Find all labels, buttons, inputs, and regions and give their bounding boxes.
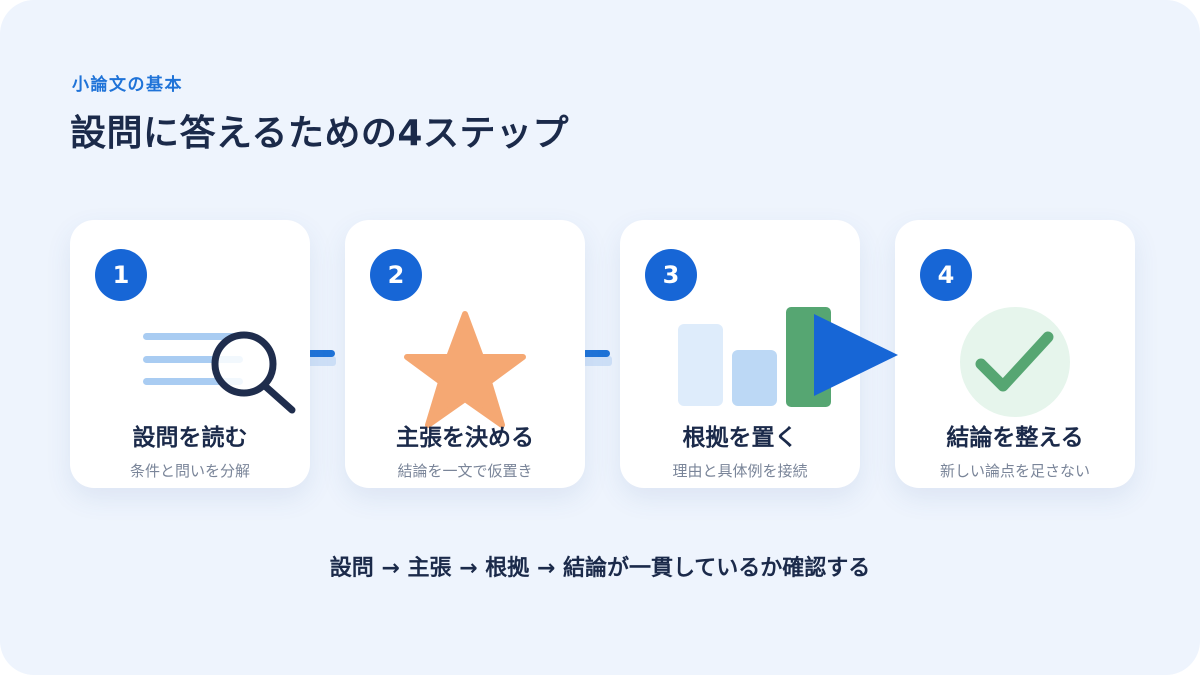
- step-title: 設問を読む: [132, 425, 248, 451]
- step-subtitle: 新しい論点を足さない: [939, 462, 1090, 480]
- step-title: 主張を決める: [396, 425, 534, 451]
- step-title: 結論を整える: [946, 425, 1084, 451]
- step-number-badge: 1: [95, 249, 147, 301]
- play-arrow-icon: [814, 314, 898, 396]
- connector-shadow-1: [300, 356, 336, 366]
- page-title: 設問に答えるための4ステップ: [70, 113, 569, 154]
- star-icon: [404, 311, 526, 428]
- magnifier-icon: [143, 331, 296, 414]
- step-card-2: 2 主張を決める 結論を一文で仮置き: [345, 220, 585, 488]
- summary-text: 設問 → 主張 → 根拠 → 結論が一貫しているか確認する: [329, 556, 871, 581]
- step-number-badge: 4: [920, 249, 972, 301]
- eyebrow-label: 小論文の基本: [72, 75, 183, 95]
- step-card-4: 4 結論を整える 新しい論点を足さない: [895, 220, 1135, 488]
- connector-shadow-2: [576, 356, 612, 366]
- connector-1-2: [307, 350, 335, 357]
- step-card-1: 1 設問を読む 条件と問いを分解: [70, 220, 310, 488]
- checkmark-icon: [960, 307, 1070, 417]
- step-number-badge: 2: [370, 249, 422, 301]
- step-subtitle: 理由と具体例を接続: [672, 462, 808, 480]
- step-number-badge: 3: [645, 249, 697, 301]
- step-title: 根拠を置く: [682, 425, 798, 451]
- step-subtitle: 条件と問いを分解: [129, 462, 250, 480]
- step-subtitle: 結論を一文で仮置き: [397, 462, 533, 480]
- connector-2-3: [582, 350, 610, 357]
